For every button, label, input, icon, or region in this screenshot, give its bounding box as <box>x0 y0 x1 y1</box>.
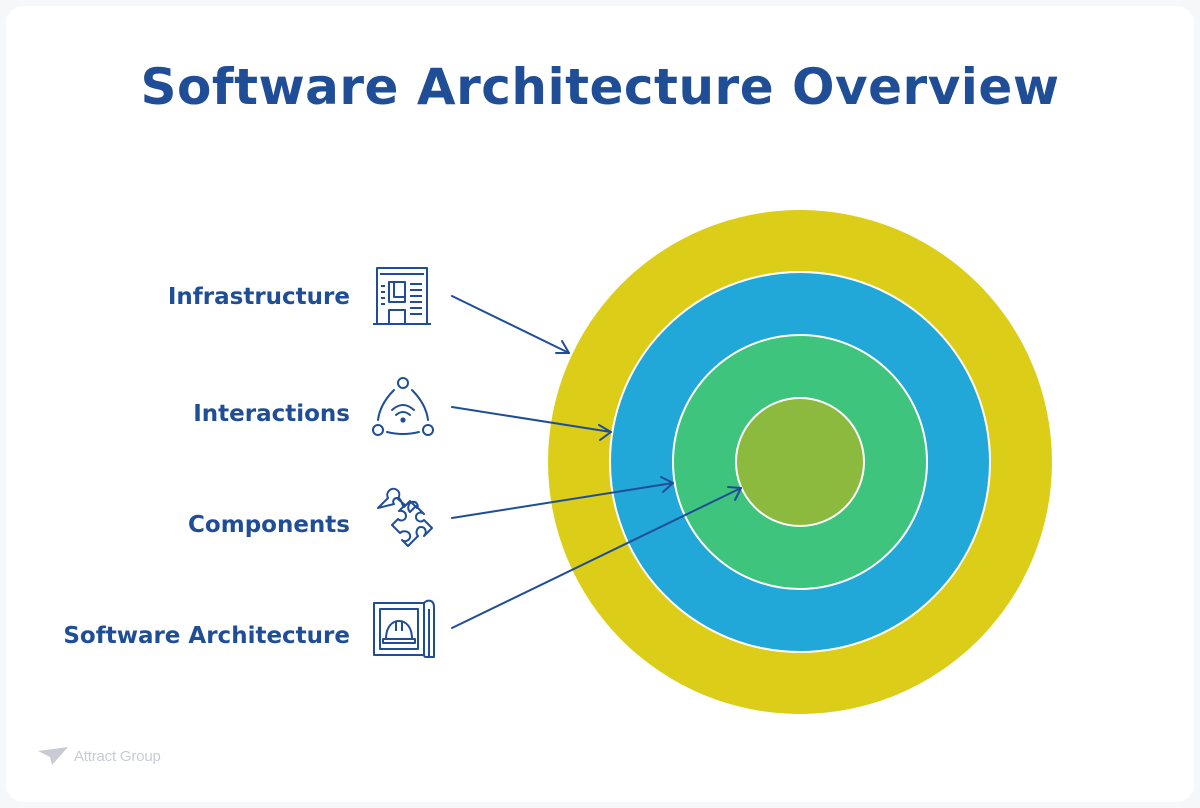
page-title: Software Architecture Overview <box>140 58 1060 116</box>
network-nodes-icon <box>372 377 434 436</box>
watermark-text: Attract Group <box>74 747 161 765</box>
puzzle-piece-icon <box>377 487 433 547</box>
arrow-interactions <box>451 406 612 441</box>
building-icon <box>373 267 431 325</box>
arrow-infrastructure <box>451 295 570 354</box>
label-software-architecture: Software Architecture <box>63 623 350 649</box>
label-components: Components <box>188 512 350 538</box>
label-infrastructure: Infrastructure <box>167 284 350 310</box>
paper-plane-logo-icon <box>38 747 68 765</box>
arrow-components <box>451 476 674 519</box>
watermark: Attract Group <box>38 744 161 768</box>
arrow-software-architecture <box>451 486 742 629</box>
ring-software-architecture <box>735 397 865 527</box>
blueprint-helmet-icon <box>373 599 435 658</box>
label-interactions: Interactions <box>193 401 350 427</box>
